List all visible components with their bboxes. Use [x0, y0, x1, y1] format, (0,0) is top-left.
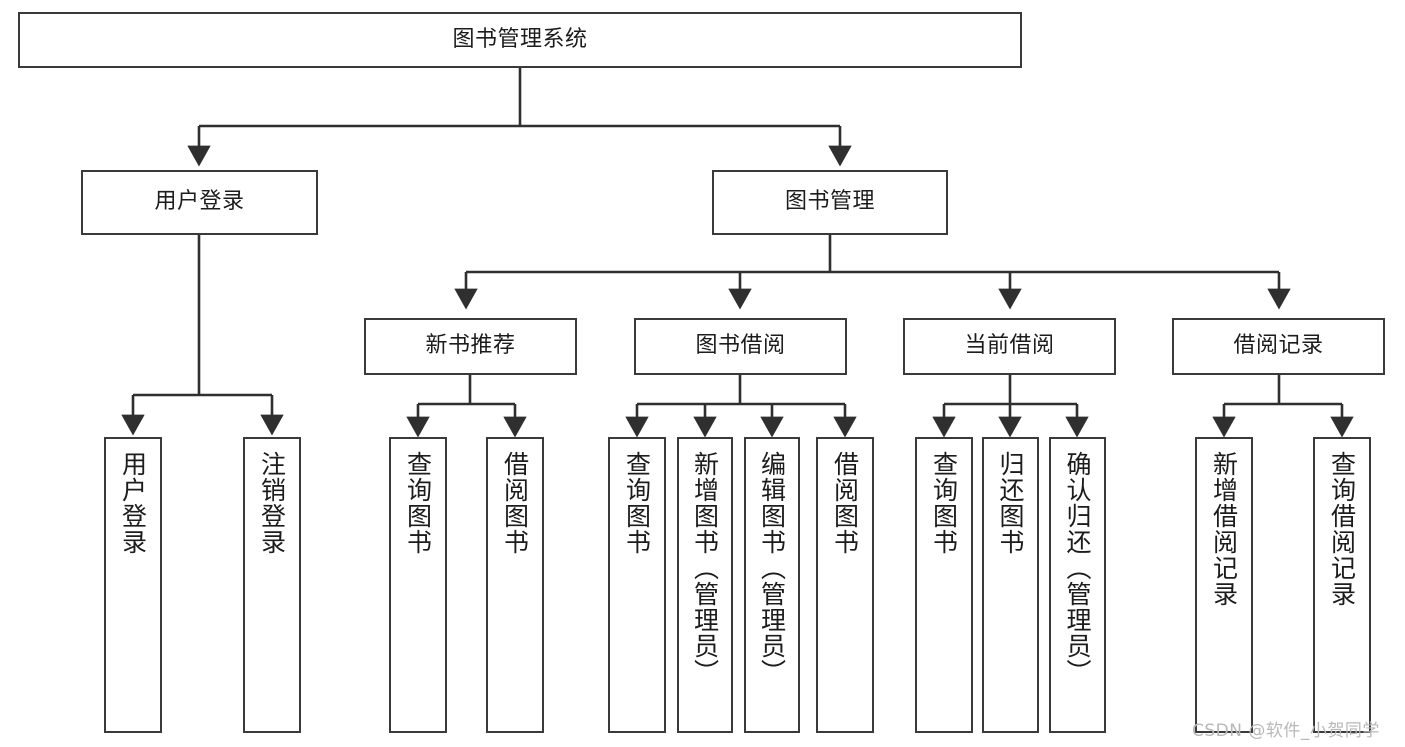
node-label: 新增图书（管理员） [690, 451, 720, 685]
node-label: 查询图书 [403, 451, 433, 555]
edges-userlogin-to-leaves [121, 235, 284, 436]
node-label: 查询图书 [622, 451, 652, 555]
leaf-borrowrecord-add-record[interactable]: 新增借阅记录 [1195, 437, 1253, 733]
leaf-newbook-query-book[interactable]: 查询图书 [389, 437, 447, 733]
node-new-book-recommend[interactable]: 新书推荐 [364, 318, 577, 375]
leaf-newbook-borrow-book[interactable]: 借阅图书 [486, 437, 544, 733]
node-label: 编辑图书（管理员） [757, 451, 787, 685]
leaf-bookborrow-borrow-book[interactable]: 借阅图书 [816, 437, 874, 733]
node-label: 新增借阅记录 [1209, 451, 1239, 607]
leaf-user-login-login[interactable]: 用户登录 [104, 437, 162, 733]
leaf-borrowrecord-query-record[interactable]: 查询借阅记录 [1313, 437, 1371, 733]
edges-bookborrow-to-leaves [625, 375, 857, 438]
leaf-currentborrow-query-book[interactable]: 查询图书 [915, 437, 973, 733]
node-user-login[interactable]: 用户登录 [81, 170, 318, 235]
node-root-system[interactable]: 图书管理系统 [18, 12, 1022, 68]
edges-borrowrecord-to-leaves [1212, 375, 1354, 438]
node-label: 注销登录 [257, 451, 287, 555]
leaf-bookborrow-edit-book-admin[interactable]: 编辑图书（管理员） [744, 437, 800, 733]
node-label: 图书借阅 [695, 333, 786, 359]
node-book-borrow[interactable]: 图书借阅 [634, 318, 847, 375]
node-label: 新书推荐 [425, 333, 516, 359]
edges-currentborrow-to-leaves [932, 375, 1089, 438]
node-label: 借阅记录 [1233, 333, 1324, 359]
node-label: 确认归还（管理员） [1063, 451, 1092, 685]
node-label: 当前借阅 [964, 333, 1055, 359]
node-label: 查询图书 [929, 451, 959, 555]
node-label: 借阅图书 [830, 451, 860, 555]
leaf-currentborrow-confirm-return-admin[interactable]: 确认归还（管理员） [1049, 437, 1106, 733]
node-current-borrow[interactable]: 当前借阅 [903, 318, 1116, 375]
node-label: 用户登录 [118, 451, 148, 555]
node-label: 用户登录 [154, 189, 245, 215]
node-label: 借阅图书 [500, 451, 530, 555]
node-book-management[interactable]: 图书管理 [712, 170, 948, 235]
edges-bookmgmt-to-level2 [454, 235, 1291, 310]
leaf-bookborrow-query-book[interactable]: 查询图书 [608, 437, 666, 733]
node-label: 图书管理 [784, 189, 875, 215]
leaf-bookborrow-add-book-admin[interactable]: 新增图书（管理员） [677, 437, 733, 733]
node-label: 归还图书 [996, 451, 1025, 555]
edges-root-to-level1 [187, 68, 852, 167]
leaf-currentborrow-return-book[interactable]: 归还图书 [982, 437, 1039, 733]
node-label: 查询借阅记录 [1327, 451, 1357, 607]
node-borrow-record[interactable]: 借阅记录 [1172, 318, 1385, 375]
node-label: 图书管理系统 [452, 26, 588, 52]
edges-newbook-to-leaves [406, 375, 527, 438]
watermark-text: CSDN @软件_小贺同学 [1192, 721, 1380, 741]
leaf-user-login-logout[interactable]: 注销登录 [243, 437, 301, 733]
